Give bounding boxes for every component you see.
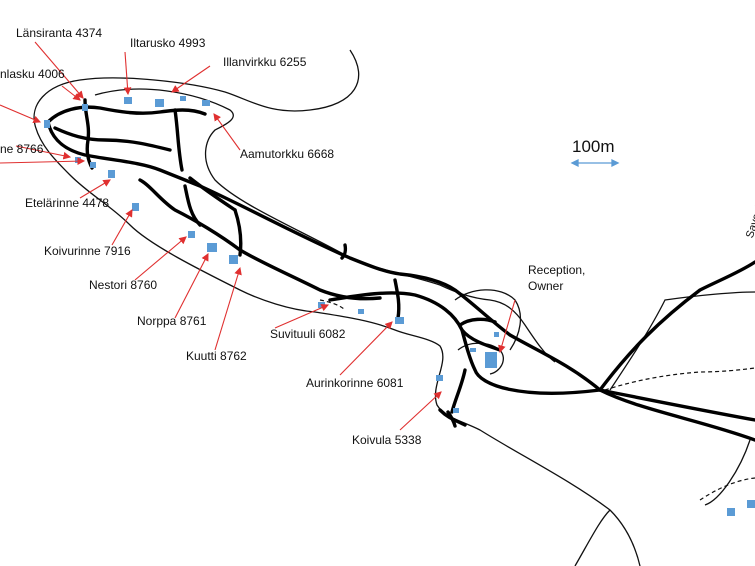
label-ne8766: ne 8766 (0, 142, 44, 156)
label-nestori: Nestori 8760 (89, 278, 158, 292)
label-norppa: Norppa 8761 (137, 314, 207, 328)
label-aurinkorinne: Aurinkorinne 6081 (306, 376, 404, 390)
label-suvituuli: Suvituuli 6082 (270, 327, 346, 341)
label-illanvirkku: Illanvirkku 6255 (223, 55, 307, 69)
label-lanlasku: nlasku 4006 (0, 67, 65, 81)
label-arrows (0, 41, 516, 431)
scale-bar (570, 158, 620, 168)
scale-label: 100m (572, 137, 615, 156)
label-kuutti: Kuutti 8762 (186, 349, 247, 363)
roads (46, 98, 755, 442)
label-owner: Owner (528, 279, 564, 293)
label-koivurinne: Koivurinne 7916 (44, 244, 131, 258)
label-aamutorkku: Aamutorkku 6668 (240, 147, 335, 161)
shoreline (33, 49, 755, 566)
label-lansiranta: Länsiranta 4374 (16, 26, 103, 40)
label-koivula: Koivula 5338 (352, 433, 422, 447)
dashed-paths (319, 299, 755, 501)
label-etelarinne: Etelärinne 4478 (25, 196, 110, 210)
label-reception: Reception, (528, 263, 586, 277)
label-iltarusko: Iltarusko 4993 (130, 36, 206, 50)
buildings (44, 96, 755, 516)
